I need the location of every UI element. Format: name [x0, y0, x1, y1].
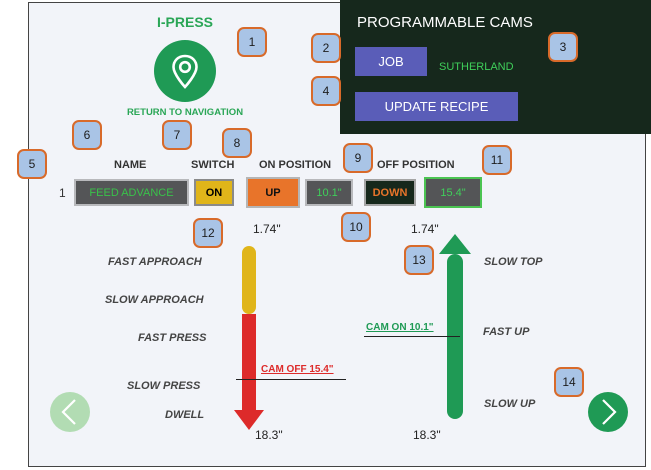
callout-badge: 13 — [404, 245, 434, 275]
callout-badge: 11 — [482, 145, 512, 175]
callout-badge: 2 — [311, 33, 341, 63]
down-stroke-arrow — [234, 246, 264, 430]
row-number: 1 — [59, 186, 66, 200]
job-button[interactable]: JOB — [355, 47, 427, 76]
down-stroke-top-value: 1.74" — [253, 222, 281, 236]
up-stroke-arrow — [439, 234, 471, 419]
callout-badge: 1 — [237, 27, 267, 57]
cam-on-marker-line — [364, 336, 460, 337]
app-title: I-PRESS — [156, 14, 213, 30]
phase-slow-top: SLOW TOP — [484, 256, 543, 268]
previous-page-button[interactable] — [50, 392, 90, 432]
location-pin-icon — [172, 54, 198, 89]
switch-toggle[interactable]: ON — [194, 179, 234, 206]
navigation-button[interactable] — [154, 40, 216, 102]
phase-fast-up: FAST UP — [483, 326, 530, 338]
callout-badge: 5 — [17, 149, 47, 179]
cam-name-field[interactable]: FEED ADVANCE — [74, 179, 189, 206]
callout-badge: 10 — [341, 212, 371, 242]
cam-on-label: CAM ON 10.1" — [366, 322, 434, 333]
down-stroke-bottom-value: 18.3" — [255, 428, 283, 442]
callout-badge: 6 — [72, 120, 102, 150]
phase-fast-approach: FAST APPROACH — [108, 256, 202, 268]
callout-badge: 9 — [343, 143, 373, 173]
callout-badge: 14 — [554, 367, 584, 397]
callout-badge: 12 — [193, 218, 223, 248]
chevron-left-icon — [61, 399, 76, 425]
cams-title: PROGRAMMABLE CAMS — [357, 14, 533, 31]
up-stroke-bottom-value: 18.3" — [413, 428, 441, 442]
callout-badge: 8 — [222, 128, 252, 158]
cam-off-label: CAM OFF 15.4" — [261, 364, 334, 375]
on-direction-button[interactable]: UP — [246, 177, 300, 208]
job-value: SUTHERLAND — [439, 61, 514, 73]
off-position-field[interactable]: 15.4" — [424, 177, 482, 208]
up-stroke-top-value: 1.74" — [411, 222, 439, 236]
callout-badge: 7 — [162, 120, 192, 150]
down-arrowhead — [234, 410, 264, 430]
on-position-field[interactable]: 10.1" — [305, 179, 353, 206]
chevron-right-icon — [602, 399, 617, 425]
name-column-header: NAME — [114, 159, 147, 171]
off-direction-button[interactable]: DOWN — [364, 179, 416, 206]
callout-badge: 4 — [311, 76, 341, 106]
on-position-column-header: ON POSITION — [259, 159, 332, 171]
phase-slow-up: SLOW UP — [484, 398, 536, 410]
phase-dwell: DWELL — [165, 409, 205, 421]
callout-badge: 3 — [548, 32, 578, 62]
return-to-navigation-link[interactable]: RETURN TO NAVIGATION — [126, 107, 244, 118]
press-segment — [242, 314, 256, 410]
phase-slow-press: SLOW PRESS — [127, 380, 201, 392]
switch-column-header: SWITCH — [191, 159, 235, 171]
approach-segment — [242, 246, 256, 314]
phase-slow-approach: SLOW APPROACH — [105, 294, 204, 306]
next-page-button[interactable] — [588, 392, 628, 432]
up-arrowhead — [439, 234, 471, 254]
update-recipe-button[interactable]: UPDATE RECIPE — [355, 92, 518, 121]
phase-fast-press: FAST PRESS — [138, 332, 207, 344]
cam-off-marker-line — [236, 379, 346, 380]
off-position-column-header: OFF POSITION — [377, 159, 455, 171]
